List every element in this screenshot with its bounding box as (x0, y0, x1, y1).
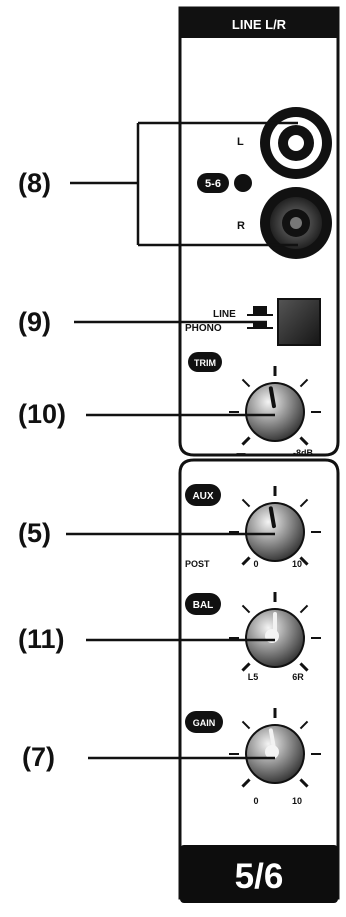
knob-tick (299, 720, 309, 730)
balance-knob[interactable] (229, 592, 321, 672)
leader-lines (66, 121, 298, 760)
knob-tick (241, 378, 251, 388)
knob-tick (241, 662, 251, 672)
channel-badge-label: 5-6 (205, 178, 221, 190)
callout-7: (7) (22, 742, 55, 772)
leader-8 (70, 121, 298, 247)
callout-11: (11) (18, 624, 65, 654)
knob-body (247, 504, 303, 560)
trim-knob[interactable] (229, 366, 321, 446)
knob-tick (299, 662, 309, 672)
left-jack-label: L (237, 136, 244, 148)
aux-min-label: 0 (253, 559, 258, 569)
gain-badge-label: GAIN (193, 718, 216, 728)
right-input-jack[interactable] (260, 187, 332, 259)
trim-badge-label: TRIM (194, 358, 216, 368)
knob-pointer (268, 728, 276, 751)
trim-max-label: -8dB (293, 448, 314, 458)
gain-knob[interactable] (229, 708, 321, 788)
aux-max-label: 10 (292, 559, 302, 569)
knob-tick (241, 778, 251, 788)
ground-post (234, 174, 252, 192)
knob-tick (241, 436, 251, 446)
knob-tick (299, 604, 309, 614)
header-label: LINE L/R (232, 17, 287, 32)
bal-left-label: L5 (248, 672, 259, 682)
knob-tick (241, 604, 251, 614)
knob-tick (299, 436, 309, 446)
gain-badge: GAIN (185, 711, 223, 733)
knob-pointer (268, 506, 276, 529)
bal-badge-label: BAL (193, 600, 214, 611)
right-jack-label: R (237, 220, 245, 232)
phono-label: PHONO (185, 323, 222, 334)
aux-badge: AUX (185, 484, 221, 506)
trim-badge: TRIM (188, 352, 222, 372)
callout-8: (8) (18, 168, 51, 198)
callout-9: (9) (18, 307, 51, 337)
knob-tick (241, 720, 251, 730)
callout-5: (5) (18, 518, 51, 548)
knob-pointer (268, 386, 276, 409)
knob-tick (241, 556, 251, 566)
aux-post-label: POST (185, 559, 210, 569)
knob-tick (241, 498, 251, 508)
left-input-jack[interactable] (260, 107, 332, 179)
gain-min-label: 0 (253, 796, 258, 806)
knob-tick (299, 778, 309, 788)
knob-tick (299, 498, 309, 508)
knob-tick (299, 556, 309, 566)
line-label: LINE (213, 309, 236, 320)
callout-10: (10) (18, 399, 67, 429)
knob-body (247, 384, 303, 440)
footer-bar (180, 845, 338, 903)
bal-right-label: 6R (292, 672, 304, 682)
bal-badge: BAL (185, 593, 221, 615)
switch-position-icons (247, 306, 273, 329)
aux-knob[interactable] (229, 486, 321, 566)
knob-tick (299, 378, 309, 388)
footer-label: 5/6 (235, 857, 284, 896)
channel-badge: 5-6 (197, 173, 229, 193)
gain-max-label: 10 (292, 796, 302, 806)
trim-min-label: — (237, 448, 246, 458)
aux-badge-label: AUX (192, 491, 213, 502)
line-phono-switch[interactable] (277, 298, 321, 346)
header-bar (180, 8, 338, 38)
knob-cap (265, 745, 279, 759)
